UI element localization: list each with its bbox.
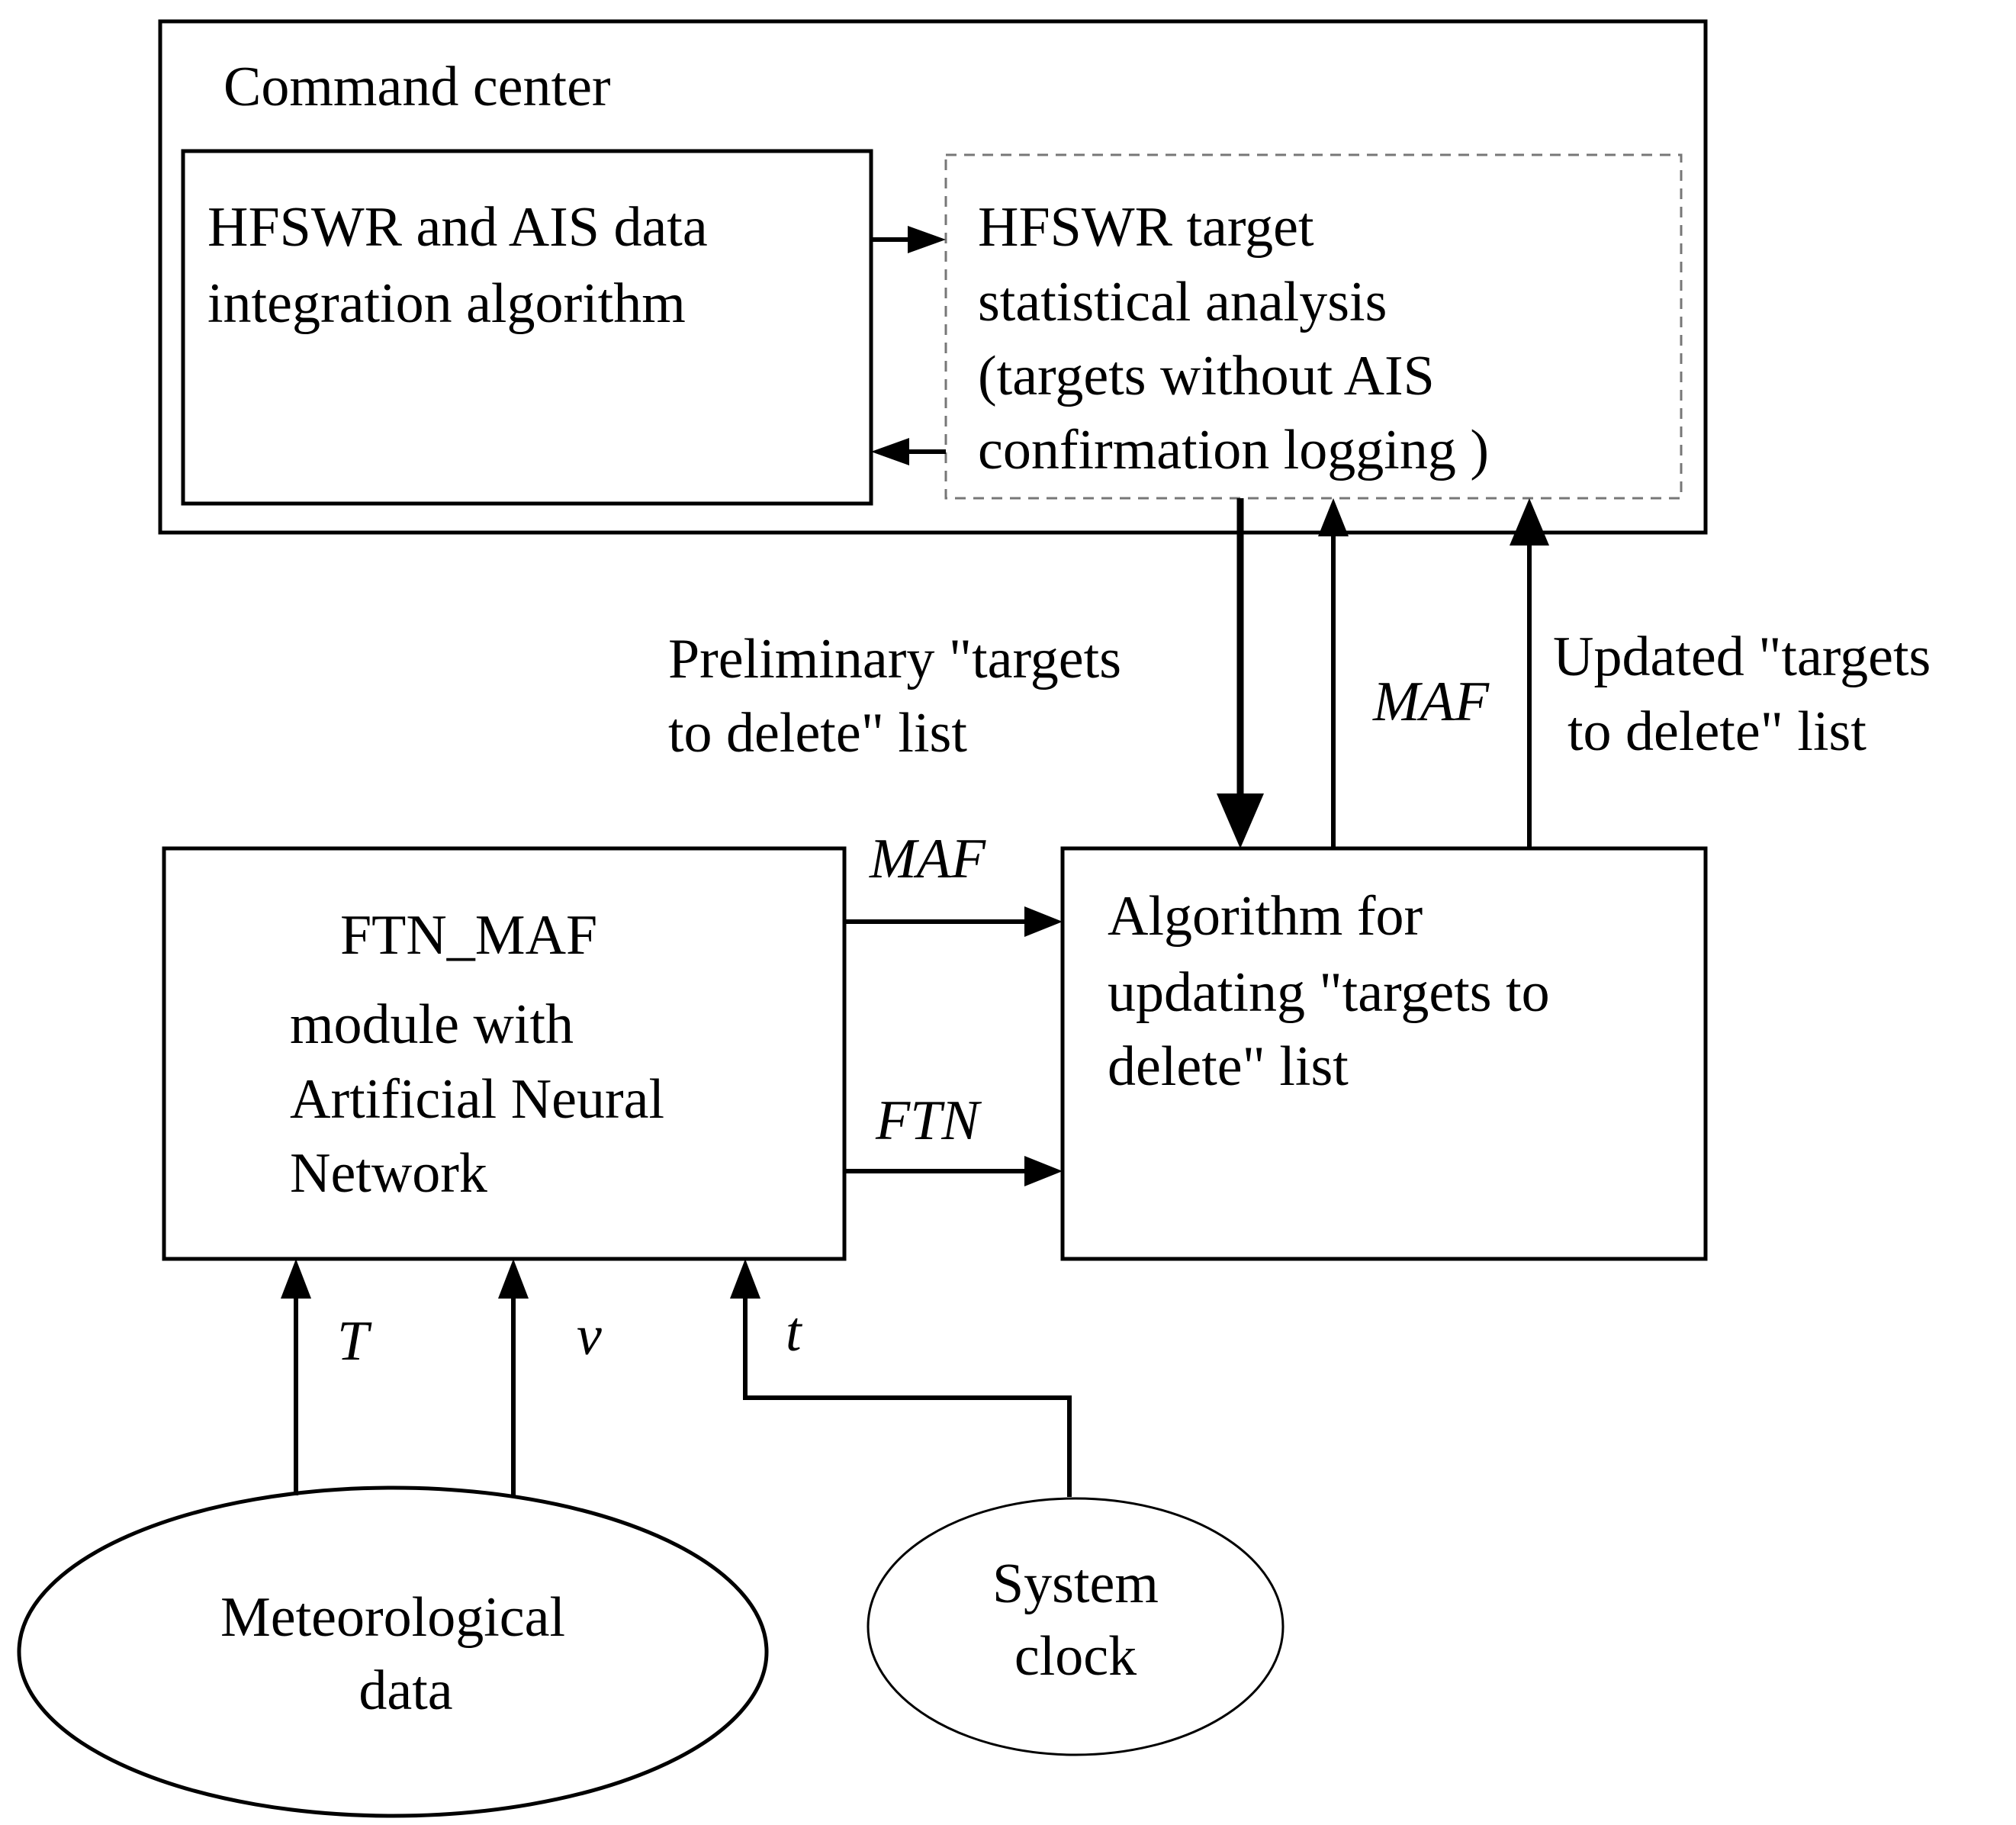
analysis-box-line-1: HFSWR target <box>978 196 1314 259</box>
maf-right-arrow <box>844 906 1063 937</box>
temperature-input-arrow <box>281 1259 311 1495</box>
meteorological-data-node: Meteorological data <box>17 1485 769 1818</box>
command-center-group: Command center <box>158 19 1708 535</box>
integration-to-analysis-arrow <box>871 226 946 253</box>
analysis-box-line-3: (targets without AIS <box>978 345 1435 407</box>
analysis-to-integration-arrow <box>871 438 946 465</box>
ftn-maf-box-frame <box>162 846 847 1261</box>
analysis-box-line-4: confirmation logging ) <box>978 419 1489 481</box>
integration-box-line-1: HFSWR and AIS data <box>207 196 708 259</box>
update-algorithm-line-3: delete" list <box>1108 1035 1349 1098</box>
command-center-frame <box>158 19 1708 535</box>
speed-input-arrow <box>498 1259 529 1495</box>
analysis-box: HFSWR target statistical analysis (targe… <box>944 153 1683 500</box>
maf-up-label: MAF <box>1372 671 1490 733</box>
update-algorithm-line-1: Algorithm for <box>1108 885 1423 948</box>
system-clock-line-1: System <box>992 1553 1159 1615</box>
system-clock-node: System clock <box>867 1497 1285 1756</box>
integration-box-line-2: integration algorithm <box>207 272 686 335</box>
meteorological-line-1: Meteorological <box>220 1586 565 1649</box>
ftn-maf-box-line-3: Artificial Neural <box>290 1068 664 1131</box>
ftn-right-arrow <box>844 1156 1063 1186</box>
integration-box-frame <box>181 149 873 506</box>
command-center-label: Command center <box>223 56 611 118</box>
speed-label: v <box>577 1305 602 1367</box>
ftn-right-label: FTN <box>875 1090 982 1152</box>
system-clock-line-2: clock <box>1014 1625 1137 1688</box>
update-algorithm-line-2: updating "targets to <box>1108 961 1550 1024</box>
analysis-box-frame <box>944 153 1683 500</box>
preliminary-label-line-1: Preliminary "targets <box>668 628 1121 690</box>
updated-label-line-1: Updated "targets <box>1553 626 1931 688</box>
updated-list-arrow <box>1510 498 1549 848</box>
ftn-maf-box-line-4: Network <box>290 1142 487 1205</box>
integration-box: HFSWR and AIS data integration algorithm <box>181 149 873 506</box>
system-clock-ellipse <box>867 1497 1285 1756</box>
time-input-arrow <box>730 1259 1072 1497</box>
updated-label-line-2: to delete" list <box>1567 700 1866 763</box>
maf-up-arrow <box>1318 498 1349 848</box>
ftn-maf-box-line-1: FTN_MAF <box>340 904 597 967</box>
maf-right-label: MAF <box>869 828 986 890</box>
update-algorithm-box: Algorithm for updating "targets to delet… <box>1060 846 1708 1261</box>
ftn-maf-box: FTN_MAF module with Artificial Neural Ne… <box>162 846 847 1261</box>
update-algorithm-box-frame <box>1060 846 1708 1261</box>
preliminary-label-line-2: to delete" list <box>668 702 967 764</box>
time-label: t <box>786 1301 803 1363</box>
ftn-maf-box-line-2: module with <box>290 993 574 1056</box>
temperature-label: T <box>337 1310 372 1373</box>
meteorological-data-ellipse <box>17 1485 769 1818</box>
meteorological-line-2: data <box>359 1659 452 1722</box>
preliminary-list-arrow <box>1217 498 1264 848</box>
analysis-box-line-2: statistical analysis <box>978 271 1387 333</box>
